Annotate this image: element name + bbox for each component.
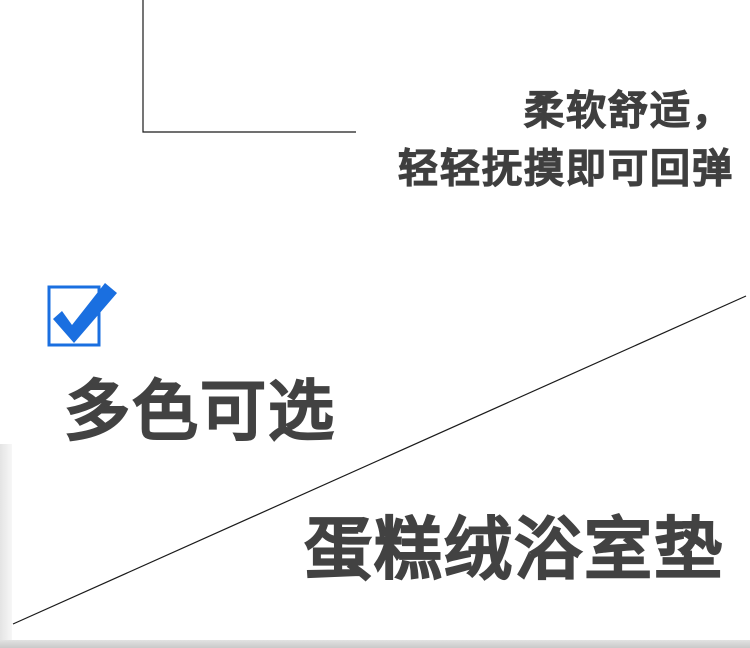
- product-name: 蛋糕绒浴室垫: [303, 511, 724, 591]
- bottom-gray-bar: [0, 640, 750, 648]
- tagline-line-1: 柔软舒适，: [524, 88, 734, 135]
- tagline-line-2: 轻轻抚摸即可回弹: [398, 146, 734, 193]
- checkmark-stroke: [53, 283, 117, 343]
- corner-frame-line: [142, 0, 356, 133]
- tagline: 柔软舒适， 轻轻抚摸即可回弹: [314, 82, 734, 198]
- left-edge-shadow: [0, 444, 12, 640]
- feature-heading: 多色可选: [64, 373, 336, 451]
- diagonal-divider-line: [12, 295, 747, 625]
- checkbox-checked-icon: [47, 283, 117, 347]
